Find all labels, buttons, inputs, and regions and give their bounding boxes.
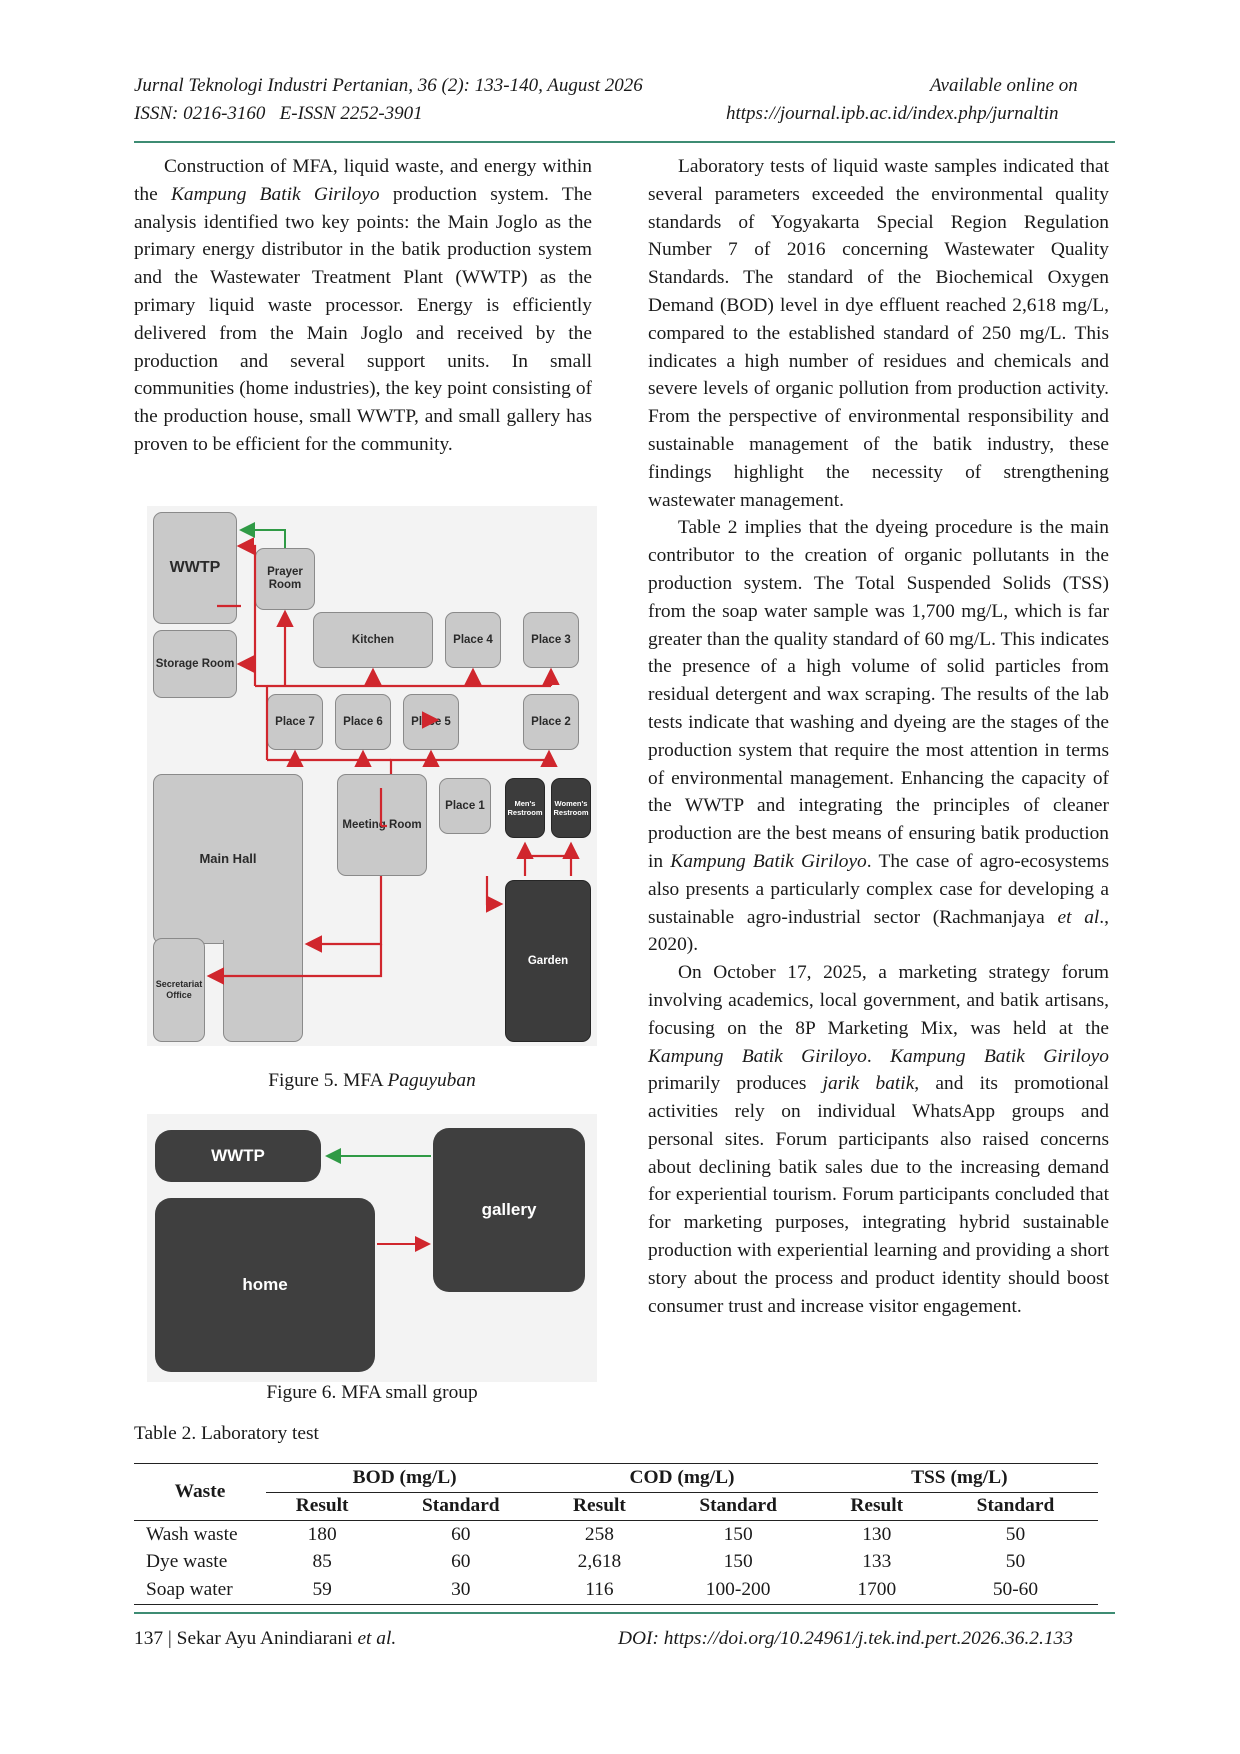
right-paragraph-1: Laboratory tests of liquid waste samples… [648,156,1109,511]
storage-room-box: Storage Room [153,630,237,698]
gallery-box: gallery [433,1128,585,1292]
wwtp-box: WWTP [153,512,237,624]
right-paragraph-2: Table 2 implies that the dyeing procedur… [648,517,1109,956]
header-rule [134,141,1115,143]
table-2-caption: Table 2. Laboratory test [134,1423,319,1444]
womens-restroom-box: Women's Restroom [551,778,591,838]
journal-title: Jurnal Teknologi Industri Pertanian, 36 … [134,75,643,96]
footer-rule [134,1612,1115,1614]
available-online-label: Available online on [930,75,1078,96]
mens-restroom-box: Men's Restroom [505,778,545,838]
place-1-box: Place 1 [439,778,491,834]
left-column-text: Construction of MFA, liquid waste, and e… [134,153,592,459]
main-hall-extension [223,940,303,1042]
page-footer-doi[interactable]: DOI: https://doi.org/10.24961/j.tek.ind.… [618,1628,1073,1649]
place-3-box: Place 3 [523,612,579,668]
figure-6-diagram: WWTP home gallery [147,1114,597,1382]
place-6-box: Place 6 [335,694,391,750]
figure-5-caption: Figure 5. MFA Paguyuban [268,1070,476,1091]
journal-url[interactable]: https://journal.ipb.ac.id/index.php/jurn… [726,103,1059,124]
tss-standard-header: Standard [976,1495,1055,1517]
waste-flow-arrow [239,522,286,548]
figure-5-diagram: WWTP Prayer Room Storage Room Kitchen Pl… [147,506,597,1046]
secretariat-office-box: Secretariat Office [153,938,205,1042]
figure-6-flow-lines [325,1148,431,1252]
small-wwtp-box: WWTP [155,1130,321,1182]
right-column-text: Laboratory tests of liquid waste samples… [648,153,1109,1320]
tss-header: TSS (mg/L) [820,1463,1098,1493]
garden-box: Garden [505,880,591,1042]
cod-standard-header: Standard [699,1495,777,1517]
journal-issn: ISSN: 0216-3160 E-ISSN 2252-3901 [134,103,423,124]
place-2-box: Place 2 [523,694,579,750]
main-hall-box: Main Hall [153,774,303,944]
left-paragraph-1: Construction of MFA, liquid waste, and e… [134,156,592,455]
kitchen-box: Kitchen [313,612,433,668]
right-paragraph-3: On October 17, 2025, a marketing strateg… [648,962,1109,1317]
place-7-box: Place 7 [267,694,323,750]
place-4-box: Place 4 [445,612,501,668]
bod-result-header: Result [295,1495,349,1517]
figure-6-caption: Figure 6. MFA small group [266,1382,478,1403]
bod-header: BOD (mg/L) [266,1463,544,1493]
page-footer-author: 137 | Sekar Ayu Anindiarani et al. [134,1628,397,1649]
cod-result-header: Result [573,1495,626,1517]
cod-header: COD (mg/L) [543,1463,821,1493]
bod-standard-header: Standard [422,1495,500,1517]
figure-5-flow-lines [206,522,580,985]
col-waste-header: Waste [174,1481,226,1502]
home-box: home [155,1198,375,1372]
tss-result-header: Result [850,1495,904,1517]
laboratory-test-table: Waste BOD (mg/L) COD (mg/L) TSS (mg/L) R… [134,1463,1098,1605]
